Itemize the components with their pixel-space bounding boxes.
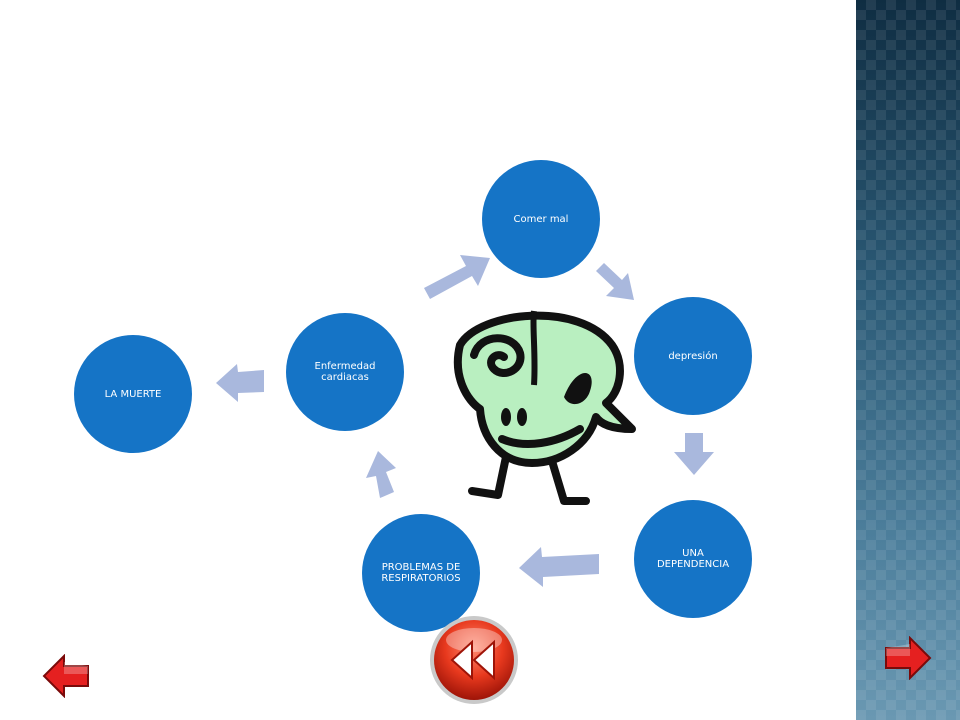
- arrow-enfermedad-to-muerte: [216, 364, 264, 402]
- forward-arrow-button[interactable]: [882, 636, 932, 680]
- rewind-button[interactable]: [428, 614, 520, 706]
- node-problemas-respiratorios: PROBLEMAS DE RESPIRATORIOS: [362, 514, 480, 632]
- arrow-problemas-to-enfermedad: [366, 451, 396, 498]
- node-label: depresión: [668, 350, 718, 362]
- arrow-depresion-to-dependencia: [674, 433, 714, 475]
- node-comer-mal: Comer mal: [482, 160, 600, 278]
- arrow-dependencia-to-problemas: [519, 547, 599, 587]
- node-label: PROBLEMAS DE RESPIRATORIOS: [381, 562, 461, 584]
- node-una-dependencia: UNA DEPENDENCIA: [634, 500, 752, 618]
- node-label: LA MUERTE: [104, 388, 162, 400]
- side-decoration-panel: [856, 0, 960, 720]
- diamond-pattern: [856, 0, 960, 720]
- cartoon-character-icon: [453, 310, 636, 505]
- node-la-muerte: LA MUERTE: [74, 335, 192, 453]
- node-enfermedad-cardiacas: Enfermedad cardiacas: [286, 313, 404, 431]
- arrow-comer-to-depresion: [596, 263, 634, 300]
- arrow-enfermedad-to-comer: [424, 255, 490, 299]
- node-label: Enfermedad cardiacas: [314, 361, 376, 383]
- back-arrow-button[interactable]: [42, 654, 92, 698]
- node-label: Comer mal: [513, 213, 569, 225]
- node-depresion: depresión: [634, 297, 752, 415]
- node-label: UNA DEPENDENCIA: [656, 548, 730, 570]
- rewind-icon: [450, 639, 495, 681]
